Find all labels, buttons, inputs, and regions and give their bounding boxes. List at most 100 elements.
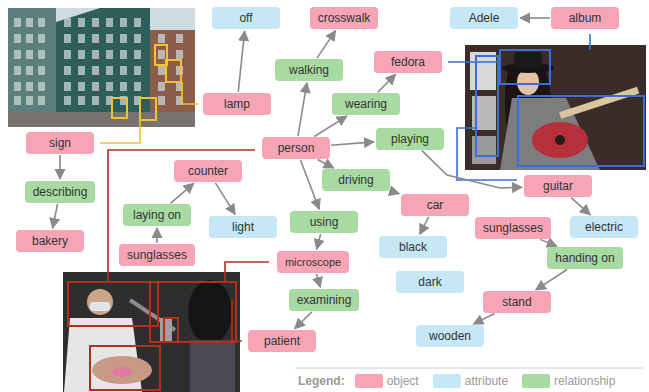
illustration-part [8,112,195,127]
illustration-part [92,96,99,105]
legend-text: relationship [554,374,615,388]
relation-arrow [540,239,556,246]
illustration-part [64,34,71,43]
illustration-part [78,18,85,27]
node-label: Adele [458,11,510,25]
relationship-box: describing [25,181,96,203]
relationship-box: playing [376,128,444,150]
illustration-part [158,34,165,43]
node-label: bakery [24,234,76,248]
illustration-part [8,8,195,127]
relation-arrow [331,142,374,145]
illustration-part [158,66,165,75]
illustration-part [120,66,127,75]
node-label: electric [578,220,630,234]
relation-arrow [391,191,399,194]
relation-arrow [316,274,320,287]
attribute-box: electric [570,216,638,238]
object-box: fedora [374,51,442,73]
illustration-part [589,34,591,50]
illustration-part [106,18,113,27]
legend-swatch [522,374,550,388]
relationship-box: laying on [123,204,191,226]
illustration-part [90,346,160,390]
illustration-part [476,56,498,156]
relationship-box: driving [322,169,390,191]
legend-item: relationship [522,374,629,388]
illustration-part [134,66,141,75]
illustration-part [232,300,242,341]
illustration-part [38,50,45,59]
illustration-part [448,61,500,63]
relationship-box: using [290,211,358,233]
attribute-box: off [212,7,280,29]
illustration-part [500,50,550,84]
illustration-part [140,98,156,120]
guitarist-photo [465,45,646,170]
illustration-part [514,52,542,68]
illustration-part [120,50,127,59]
illustration-part [112,98,127,118]
node-label: album [559,11,611,25]
illustration-part [188,280,232,344]
node-label: guitar [532,179,584,193]
node-label: examining [297,293,352,307]
legend-title: Legend: [298,374,345,388]
illustration-part [38,82,45,91]
street-photo [8,8,195,127]
node-label: stand [491,295,543,309]
node-label: crosswalk [318,11,371,25]
illustration-part [38,18,45,27]
legend-text: object [387,374,419,388]
object-box: guitar [524,175,592,197]
relation-arrow [420,217,429,234]
relation-arrow [301,160,320,209]
building-windows [14,18,183,105]
illustration-part [8,8,56,118]
node-label: black [387,240,439,254]
relationship-box: wearing [332,93,400,115]
illustration-part [26,18,33,27]
node-label: person [270,141,322,155]
node-label: off [220,11,272,25]
illustration-part [106,82,113,91]
node-label: sunglasses [127,248,187,262]
illustration-part [190,340,235,392]
illustration-part [38,66,45,75]
node-label: walking [283,63,335,77]
relation-arrow [520,17,550,19]
relation-arrow [298,83,307,136]
node-label: playing [384,132,436,146]
object-box: sign [26,132,94,154]
illustration-part [14,34,21,43]
object-box: bakery [16,230,84,252]
node-label: sunglasses [483,221,543,235]
illustration-part [164,318,178,342]
illustration-part [14,66,21,75]
illustration-part [26,50,33,59]
relation-arrow [295,312,312,329]
node-label: describing [33,185,88,199]
node-label: lamp [211,97,263,111]
leader-lines [100,34,590,341]
object-box: counter [174,160,242,182]
illustration-part [78,34,85,43]
node-label: patient [256,334,308,348]
node-label: driving [330,173,382,187]
node-label: light [217,220,269,234]
illustration-part [166,60,181,82]
illustration-part [92,82,99,91]
illustration-part [87,289,113,315]
illustration-part [38,34,45,43]
illustration-part [90,302,110,311]
illustration-part [68,282,158,326]
object-box: crosswalk [310,7,379,29]
relation-arrow [156,228,158,243]
illustration-part [225,262,269,282]
illustration-part [78,82,85,91]
node-label: dark [404,275,456,289]
dentist-photo [63,272,240,392]
node-label: using [298,215,350,229]
illustration-part [559,87,639,119]
object-box: lamp [203,93,271,115]
